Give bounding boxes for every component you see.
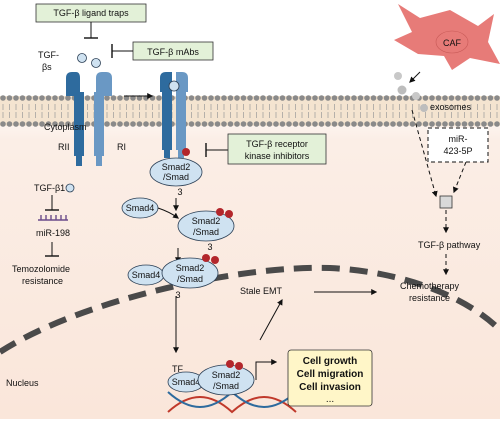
svg-text:/Smad: /Smad xyxy=(177,274,203,284)
svg-text:/Smad: /Smad xyxy=(213,381,239,391)
svg-text:Smad2: Smad2 xyxy=(192,216,221,226)
temozolomide-label: resistance xyxy=(22,276,63,286)
tf-label: TF xyxy=(172,364,183,374)
receptor-rii xyxy=(66,72,84,166)
kinase-inhibitors-box: TGF-β receptor kinase inhibitors xyxy=(227,133,327,165)
exosomes-label: exosomes xyxy=(430,102,472,112)
temozolomide-label: Temozolomide xyxy=(12,264,70,274)
svg-text:CAF: CAF xyxy=(443,38,462,48)
svg-text:/Smad: /Smad xyxy=(163,172,189,182)
svg-text:TGF-β receptor: TGF-β receptor xyxy=(246,139,308,149)
ri-label: RI xyxy=(117,142,126,152)
svg-text:/Smad: /Smad xyxy=(193,227,219,237)
mabs-box: TGF-β mAbs xyxy=(132,41,214,61)
tgfb-pathway-label: TGF-β pathway xyxy=(418,240,481,250)
nucleus-label: Nucleus xyxy=(6,378,39,388)
phospho-smad23: Smad2 /Smad 3 xyxy=(177,208,235,252)
svg-text:TGF-β ligand traps: TGF-β ligand traps xyxy=(53,8,129,18)
receptor-ri xyxy=(94,72,112,166)
smad4: Smad4 xyxy=(121,197,159,219)
rii-label: RII xyxy=(58,142,70,152)
svg-text:3: 3 xyxy=(207,242,212,252)
svg-text:3: 3 xyxy=(175,290,180,300)
svg-text:Smad2: Smad2 xyxy=(162,162,191,172)
tgfb1-label: TGF-β1 xyxy=(34,183,65,193)
svg-text:Smad4: Smad4 xyxy=(126,203,155,213)
svg-text:3: 3 xyxy=(177,187,182,197)
outcome-item: ... xyxy=(326,394,334,405)
tgfb-ligand xyxy=(77,53,87,63)
smad23-complex: Smad2 /Smad 3 xyxy=(149,157,203,197)
target-square xyxy=(439,195,453,209)
caf-cell: CAF xyxy=(394,4,500,70)
cytoplasm-label: Cytoplasm xyxy=(44,122,87,132)
svg-text:Smad4: Smad4 xyxy=(172,377,201,387)
mir423-box xyxy=(427,127,489,163)
nuclear-envelope xyxy=(0,264,500,355)
tgfb-label: TGF- xyxy=(38,50,59,60)
mir198-label: miR-198 xyxy=(36,228,70,238)
outcome-item: Cell invasion xyxy=(299,382,361,393)
svg-text:Smad2: Smad2 xyxy=(176,263,205,273)
chemotherapy-label: resistance xyxy=(409,293,450,303)
stale-emt-label: Stale EMT xyxy=(240,286,283,296)
tgfb-ligand xyxy=(91,58,101,68)
svg-text:423-5P: 423-5P xyxy=(443,146,472,156)
nuclear-smad-complex: Smad4 Smad2 /Smad xyxy=(167,360,255,396)
svg-text:kinase inhibitors: kinase inhibitors xyxy=(245,151,310,161)
mir198-hairpin xyxy=(38,215,68,221)
chemotherapy-label: Chemotherapy xyxy=(400,281,460,291)
outcome-item: Cell migration xyxy=(297,369,364,380)
svg-text:TGF-β mAbs: TGF-β mAbs xyxy=(147,47,199,57)
outcome-item: Cell growth xyxy=(303,356,357,367)
svg-text:Smad2: Smad2 xyxy=(212,370,241,380)
ligand-traps-box: TGF-β ligand traps xyxy=(35,3,147,23)
outcomes-box: Cell growth Cell migration Cell invasion… xyxy=(287,349,373,407)
activated-receptor xyxy=(160,72,190,158)
tgfb-label: βs xyxy=(42,62,52,72)
svg-text:Smad4: Smad4 xyxy=(132,270,161,280)
smad4-smad23-complex: Smad4 Smad2 /Smad 3 xyxy=(127,254,219,300)
svg-text:miR-: miR- xyxy=(449,134,468,144)
exosomes xyxy=(394,72,428,112)
